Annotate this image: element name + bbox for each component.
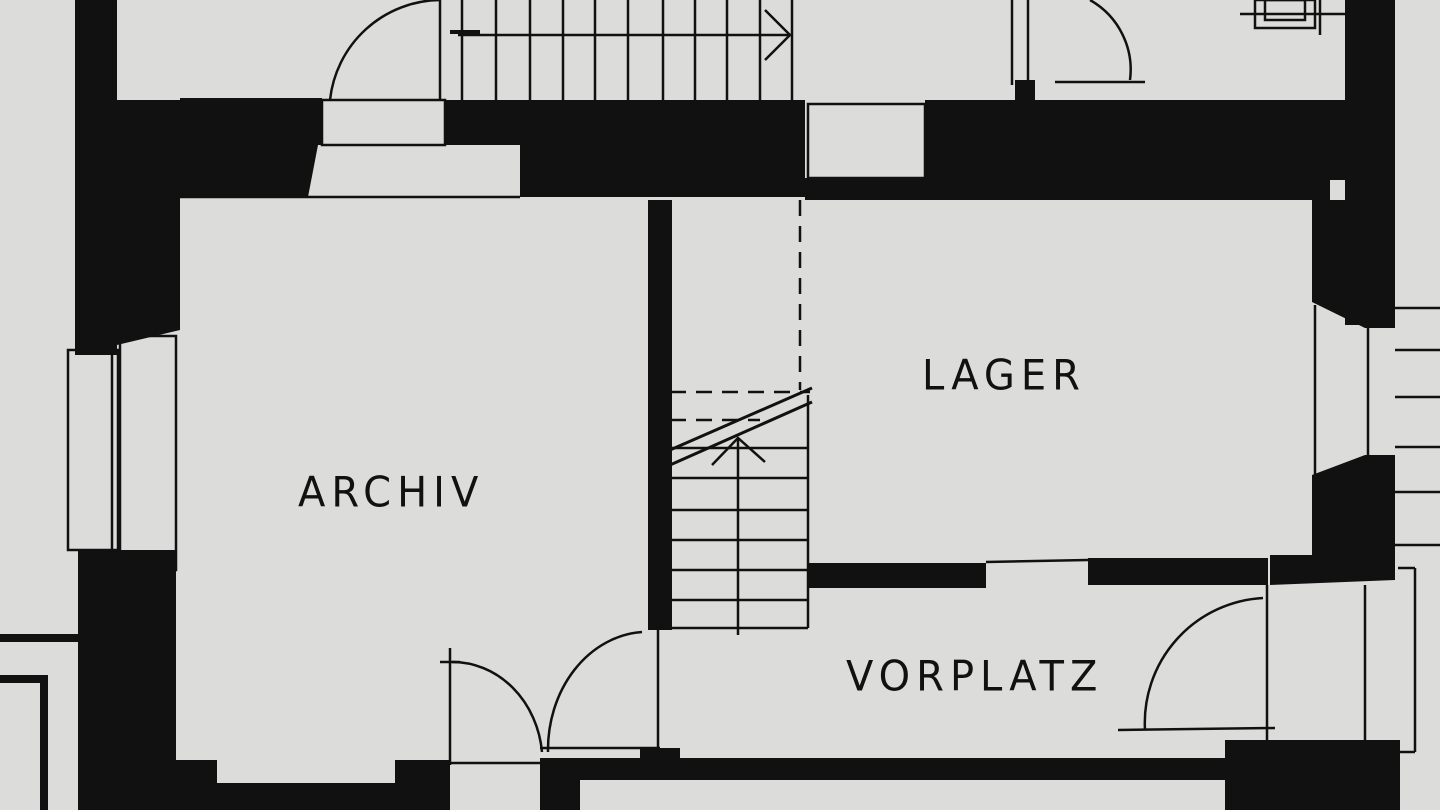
walls <box>0 0 1400 810</box>
room-label-lager: LAGER <box>922 351 1086 401</box>
room-label-archiv: ARCHIV <box>298 468 485 518</box>
room-label-vorplatz: VORPLATZ <box>846 652 1104 702</box>
thin-lines <box>66 0 1440 810</box>
